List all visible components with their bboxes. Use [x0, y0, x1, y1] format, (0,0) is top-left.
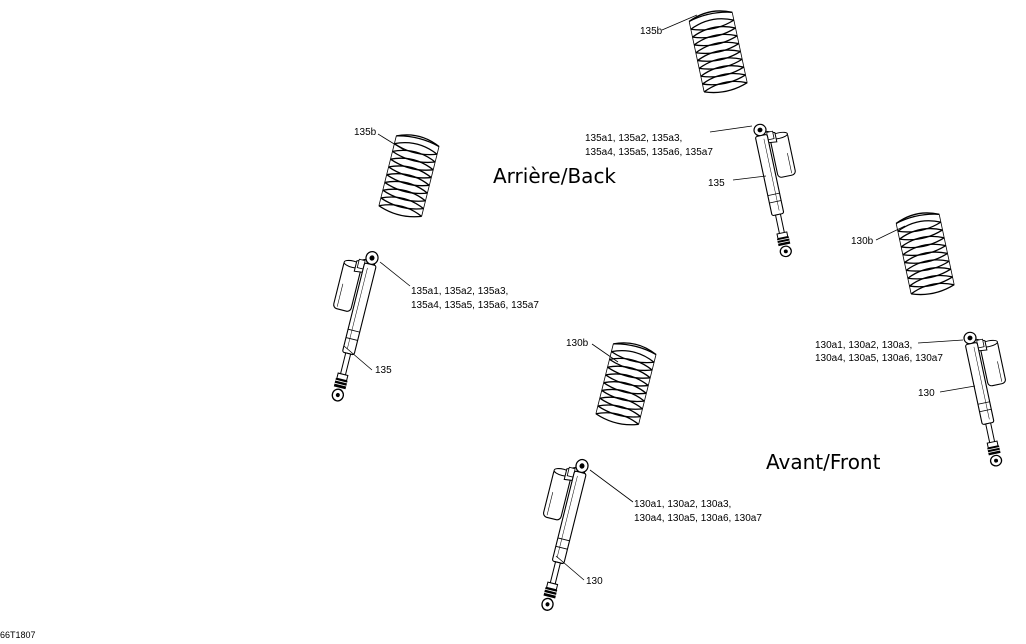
callout-135b-left: 135b	[354, 127, 377, 138]
leader-135-top	[732, 175, 767, 181]
leader-130-right	[939, 385, 976, 393]
leader-135-left	[343, 345, 373, 371]
callout-135b-top: 135b	[640, 26, 663, 37]
figure-code: 66T1807	[0, 630, 36, 640]
callout-130-right: 130	[918, 388, 935, 399]
spring-front-right	[894, 208, 956, 299]
callout-135-left: 135	[375, 365, 392, 376]
callout-135a-left-line1: 135a1, 135a2, 135a3,	[411, 286, 509, 297]
spring-rear-left	[377, 130, 441, 221]
leader-130b-right	[875, 225, 906, 241]
leader-130b-middle	[591, 343, 619, 363]
leader-130-bottom	[555, 555, 585, 581]
spring-rear-top	[687, 6, 749, 97]
leader-130a-bottom	[589, 469, 634, 503]
leader-135b-top	[661, 14, 698, 31]
callout-135a-top-line1: 135a1, 135a2, 135a3,	[585, 133, 683, 144]
shock-front-bottom	[520, 452, 591, 613]
leader-135a-left	[379, 261, 411, 287]
leader-135a-top	[709, 125, 753, 133]
section-label-rear: Arrière/Back	[493, 164, 617, 188]
callout-135-top: 135	[708, 178, 725, 189]
callout-130a-right-line1: 130a1, 130a2, 130a3,	[815, 340, 913, 351]
callout-130b-right: 130b	[851, 236, 874, 247]
callout-135a-top-line2: 135a4, 135a5, 135a6, 135a7	[585, 147, 713, 158]
callout-135a-left-line2: 135a4, 135a5, 135a6, 135a7	[411, 300, 539, 311]
section-label-front: Avant/Front	[766, 450, 881, 474]
callout-130-bottom: 130	[586, 576, 603, 587]
leader-130a-right	[917, 339, 964, 344]
shock-front-right	[962, 326, 1024, 468]
callout-130a-bottom-line2: 130a4, 130a5, 130a6, 130a7	[634, 513, 762, 524]
callout-130a-right-line2: 130a4, 130a5, 130a6, 130a7	[815, 353, 943, 364]
callout-130b-middle: 130b	[566, 338, 589, 349]
shock-rear-left	[310, 244, 381, 403]
shock-rear-top-right	[752, 118, 813, 259]
callout-130a-bottom-line1: 130a1, 130a2, 130a3,	[634, 499, 732, 510]
leader-135b-left	[377, 133, 405, 151]
